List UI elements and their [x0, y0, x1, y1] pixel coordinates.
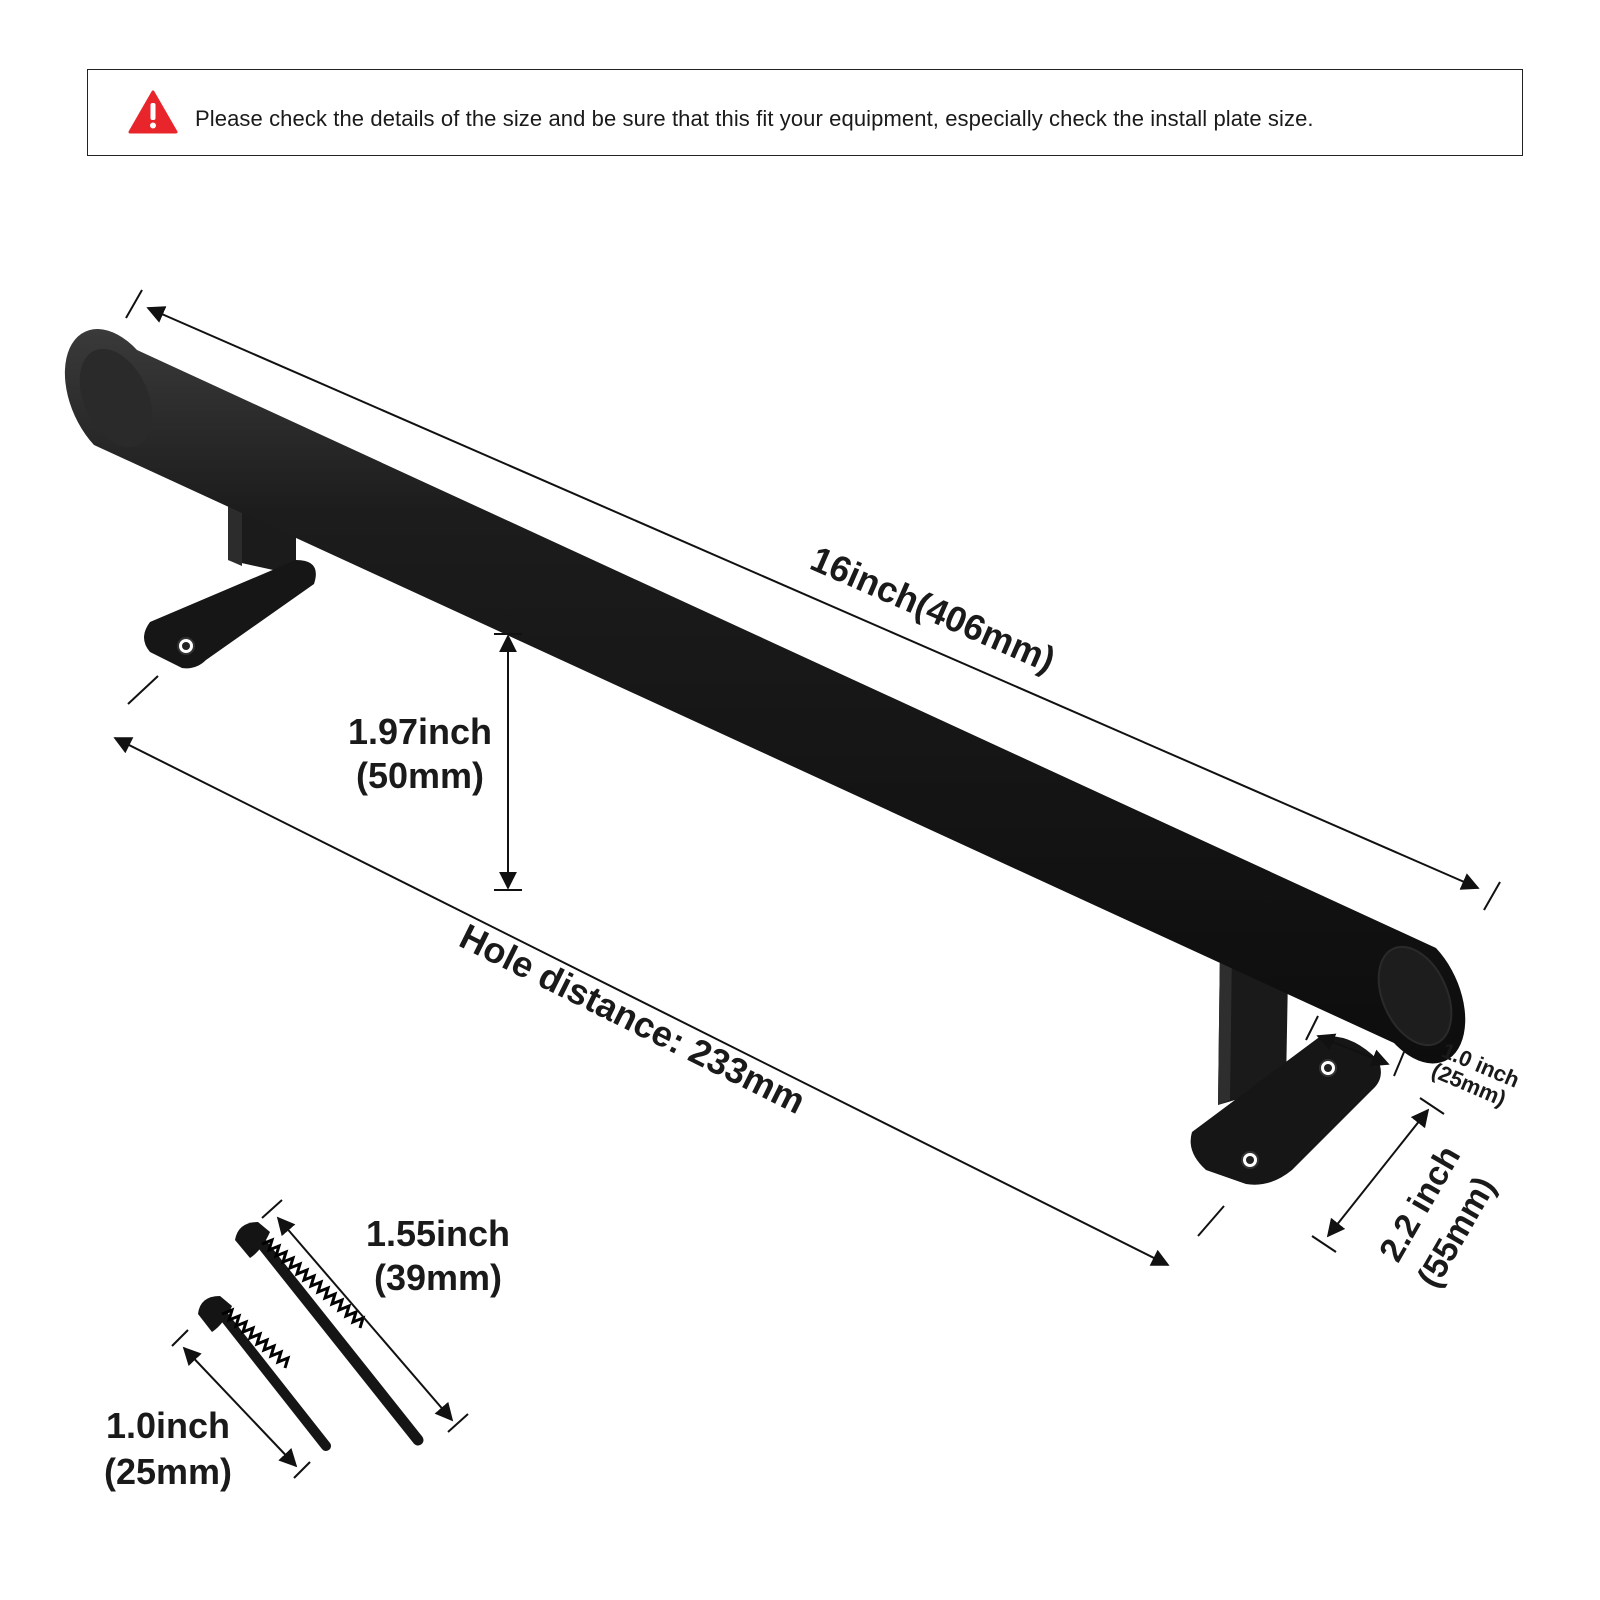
long-screw	[235, 1222, 424, 1446]
height-dimension: 1.97inch (50mm)	[348, 633, 522, 891]
warning-icon	[128, 90, 178, 134]
long-screw-label-mm: (39mm)	[374, 1257, 502, 1298]
hole-distance-dimension: Hole distance: 233mm	[113, 675, 1225, 1266]
short-screw-label-inch: 1.0inch	[106, 1405, 230, 1446]
notice-text: Please check the details of the size and…	[195, 106, 1314, 131]
height-label-mm: (50mm)	[356, 755, 484, 796]
plate-length-dimension: 2.2 inch (55mm)	[1311, 1097, 1503, 1294]
handle-bar	[64, 329, 1466, 1064]
barn-door-handle	[64, 329, 1466, 1185]
length-dimension: 16inch(406mm)	[125, 289, 1501, 911]
hole-distance-label: Hole distance: 233mm	[453, 915, 812, 1121]
short-screw-label-mm: (25mm)	[104, 1451, 232, 1492]
height-label-inch: 1.97inch	[348, 711, 492, 752]
right-mounting-bracket	[1190, 945, 1381, 1185]
short-screw-dimension: 1.0inch (25mm)	[104, 1329, 311, 1492]
long-screw-dimension: 1.55inch (39mm)	[261, 1199, 510, 1433]
long-screw-label-inch: 1.55inch	[366, 1213, 510, 1254]
length-label: 16inch(406mm)	[805, 538, 1062, 681]
size-notice-banner: Please check the details of the size and…	[87, 69, 1523, 156]
